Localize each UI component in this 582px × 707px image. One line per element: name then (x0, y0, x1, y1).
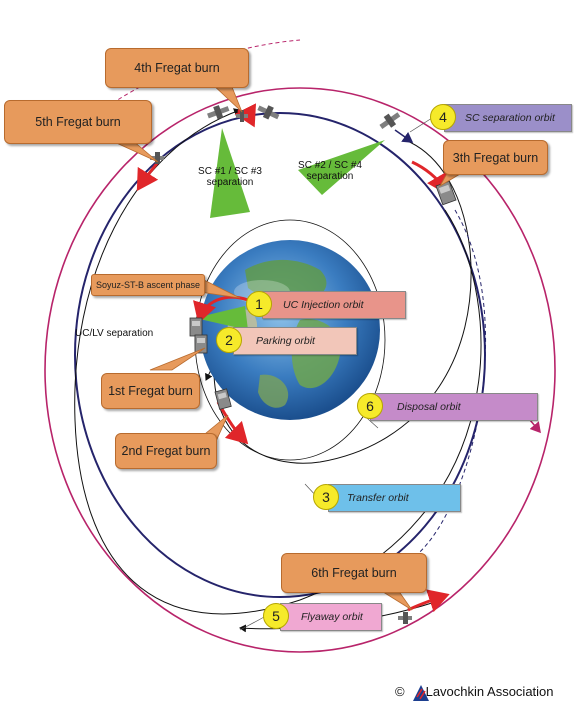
orbit-label-text: UC Injection orbit (283, 299, 364, 311)
copyright-text: Lavochkin Association (425, 684, 554, 699)
sc24-separation-label: SC #2 / SC #4 separation (298, 160, 362, 182)
orbit-label-text: Transfer orbit (347, 492, 409, 504)
transfer-orbit-label: Transfer orbit (328, 484, 461, 512)
disposal-orbit-label: Disposal orbit (370, 393, 538, 421)
orbit-label-text: Parking orbit (256, 335, 315, 347)
orbit-label-text: SC separation orbit (465, 112, 555, 124)
separation-arrows (195, 128, 385, 330)
flyaway-orbit-label: Flyaway orbit (280, 603, 382, 631)
copyright-notice: © Lavochkin Association (395, 684, 554, 699)
spacecraft-icon (257, 105, 280, 120)
sc-separation-orbit-label: SC separation orbit (444, 104, 572, 132)
uc-lv-separation-arrow (195, 306, 248, 330)
second-fregat-burn-label: 2nd Fregat burn (115, 433, 217, 469)
fregat-stage-icon (189, 317, 203, 337)
orbit-number-badge: 5 (263, 603, 289, 629)
first-fregat-burn-label: 1st Fregat burn (101, 373, 200, 409)
spacecraft-icon (236, 110, 248, 122)
flyaway-orbit-line (44, 87, 556, 653)
lavochkin-logo-icon (413, 685, 429, 701)
fifth-burn-arc (136, 161, 160, 192)
fourth-fregat-burn-label: 4th Fregat burn (105, 48, 249, 88)
sc13-separation-label: SC #1 / SC #3 separation (198, 166, 262, 188)
orbit-number-badge: 2 (216, 327, 242, 353)
orbit-number-badge: 1 (246, 291, 272, 317)
ascent-burn-arc (193, 295, 249, 324)
orbit-number-badge: 3 (313, 484, 339, 510)
orbit-label-text: Flyaway orbit (301, 611, 363, 623)
disposal-orbit-line (74, 108, 482, 615)
orbit-arrow (394, 129, 414, 143)
spacecraft-icon (150, 152, 164, 164)
parking-orbit-label: Parking orbit (233, 327, 357, 355)
burn-callout-pointers (109, 81, 472, 611)
callout-pointer (149, 347, 206, 371)
sc24-separation-arrow (298, 140, 385, 195)
ascent-phase-label: Soyuz-ST-B ascent phase (91, 274, 205, 296)
spacecraft-icon (398, 612, 412, 624)
uc-injection-orbit-label: UC Injection orbit (262, 291, 406, 319)
sixth-burn-arc (407, 589, 450, 613)
fifth-fregat-burn-label: 5th Fregat burn (4, 100, 152, 144)
third-fregat-burn-label: 3th Fregat burn (443, 140, 548, 175)
orbit-label-text: Disposal orbit (397, 401, 461, 413)
uc-lv-separation-label: UC/LV separation (75, 328, 154, 339)
spacecraft-icon (207, 105, 230, 120)
spacecraft-icon (379, 112, 401, 130)
sc13-separation-arrow (210, 128, 250, 218)
orbit-number-badge: 4 (430, 104, 456, 130)
orbit-arrow (529, 419, 541, 434)
fregat-stage-icon (214, 388, 232, 410)
sixth-fregat-burn-label: 6th Fregat burn (281, 553, 427, 593)
connector-line (409, 117, 433, 133)
copyright-symbol: © (395, 684, 405, 699)
orbit-number-badge: 6 (357, 393, 383, 419)
callout-pointer (378, 589, 413, 611)
connector-line (239, 615, 267, 631)
